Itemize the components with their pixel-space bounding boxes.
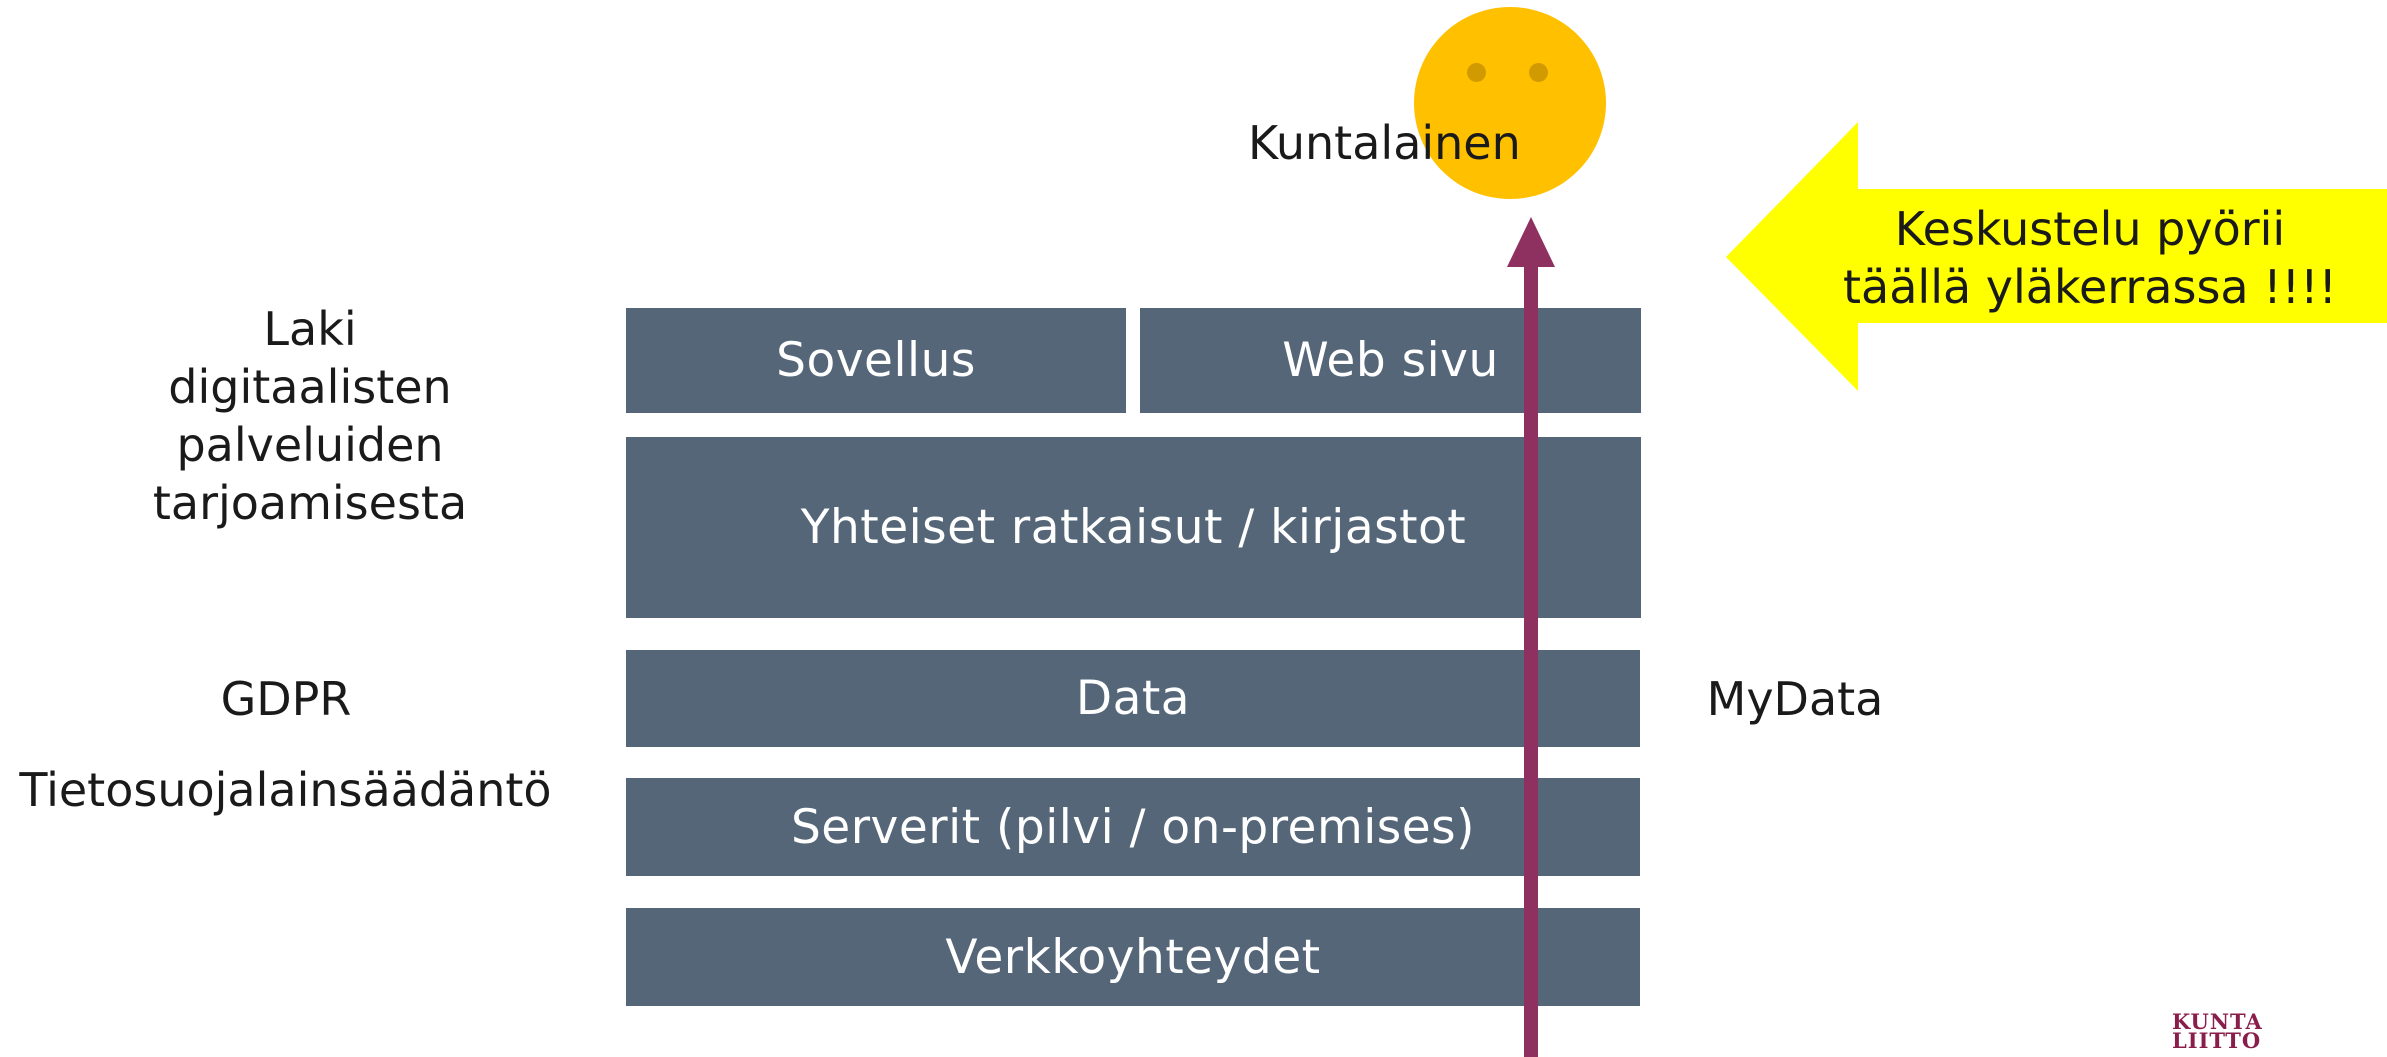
kuntalainen-label: Kuntalainen (1248, 116, 1521, 170)
layer-serverit: Serverit (pilvi / on-premises) (626, 778, 1640, 876)
layer-yhteiset-label: Yhteiset ratkaisut / kirjastot (800, 500, 1467, 555)
layer-web-sivu: Web sivu (1140, 308, 1641, 413)
laki-line: digitaalisten (168, 360, 452, 414)
laki-line: Laki (263, 302, 357, 356)
layer-yhteiset-ratkaisut: Yhteiset ratkaisut / kirjastot (626, 437, 1641, 618)
gdpr-label: GDPR (220, 672, 352, 726)
citizen-arrow-head (1507, 217, 1555, 267)
callout-line: täällä yläkerrassa !!!! (1843, 260, 2337, 314)
eye-icon (1529, 63, 1548, 82)
mydata-label: MyData (1706, 672, 1884, 726)
layer-data-label: Data (1075, 671, 1191, 726)
laki-label: Laki digitaalisten palveluiden tarjoamis… (130, 300, 490, 532)
layer-web-sivu-label: Web sivu (1282, 333, 1499, 388)
callout-text: Keskustelu pyörii täällä yläkerrassa !!!… (1820, 200, 2360, 316)
callout-line: Keskustelu pyörii (1894, 202, 2286, 256)
layer-sovellus: Sovellus (626, 308, 1126, 413)
layer-data: Data (626, 650, 1640, 747)
layer-sovellus-label: Sovellus (776, 333, 976, 388)
logo-line: KUNTA (2172, 1009, 2263, 1034)
laki-line: palveluiden (176, 418, 444, 472)
citizen-face-icon (1414, 7, 1606, 199)
logo-line: LIITTO (2172, 1028, 2262, 1053)
laki-line: tarjoamisesta (152, 476, 468, 530)
layer-verkkoyhteydet: Verkkoyhteydet (626, 908, 1640, 1006)
layer-serverit-label: Serverit (pilvi / on-premises) (790, 799, 1476, 855)
layer-verkko-label: Verkkoyhteydet (945, 929, 1321, 985)
kuntaliitto-logo: KUNTA LIITTO (2172, 1009, 2263, 1053)
tietosuoja-label: Tietosuojalainsäädäntö (19, 763, 552, 817)
eye-icon (1467, 63, 1486, 82)
